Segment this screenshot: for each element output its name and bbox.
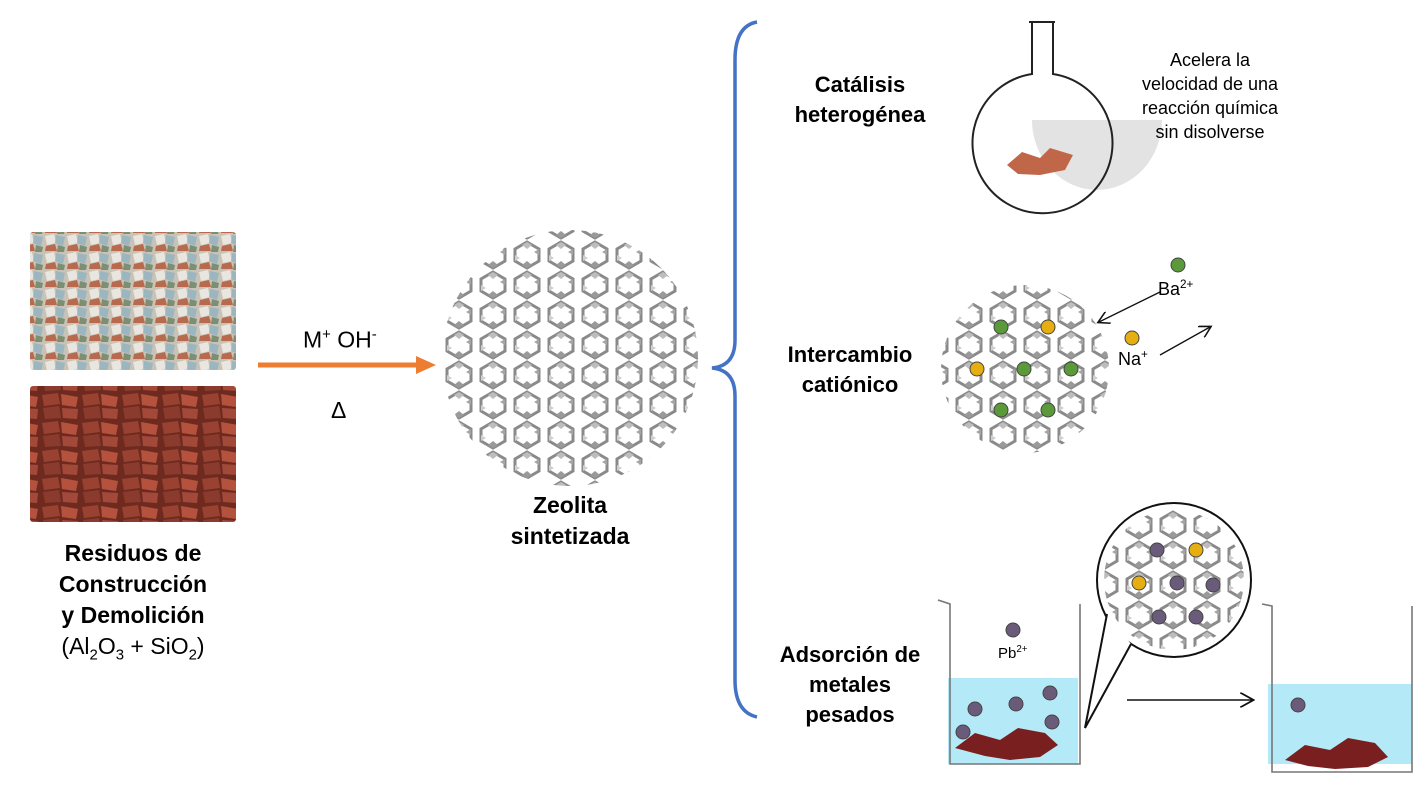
adsorption-title-line2: metales xyxy=(809,672,891,697)
catalysis-description-line: sin disolverse xyxy=(1155,122,1265,142)
pb-ion-sphere xyxy=(1290,697,1306,713)
ba-ion-symbol: Ba xyxy=(1158,279,1181,299)
beaker-after-icon xyxy=(1261,603,1413,773)
na-ion-symbol: Na xyxy=(1118,349,1142,369)
pb-ion-sphere xyxy=(955,724,971,740)
pb-ion-charge: 2+ xyxy=(1016,644,1028,655)
catalysis-title-line2: heterogénea xyxy=(794,102,926,127)
ba-ion-sphere xyxy=(1016,361,1032,377)
na-ion-sphere xyxy=(969,361,985,377)
ba-ion-label: Ba2+ xyxy=(1158,273,1193,301)
adsorption-title: Adsorción de metales pesados xyxy=(765,640,935,730)
na-ion-label: Na+ xyxy=(1118,343,1148,371)
catalysis-description: Acelera la velocidad de una reacción quí… xyxy=(1120,48,1300,144)
ion-in-arrow xyxy=(1159,327,1210,356)
brick-waste-photo xyxy=(30,386,236,522)
pb-ion-sphere xyxy=(1151,609,1167,625)
pb-ion-sphere xyxy=(1188,609,1204,625)
ceramic-waste-photo xyxy=(30,232,236,370)
zeolite-label-line2: sintetizada xyxy=(510,523,630,549)
reagent-anion: OH xyxy=(330,326,372,353)
formula-part: (Al xyxy=(61,633,90,659)
formula-part: O xyxy=(97,633,116,659)
waste-title-line2: Construcción xyxy=(58,571,208,597)
ion-exchange-title-line2: catiónico xyxy=(801,372,899,397)
catalyst-solid xyxy=(1007,148,1073,175)
adsorption-title-line1: Adsorción de xyxy=(779,642,921,667)
synthesis-arrow-head xyxy=(416,356,436,374)
pb-ion-sphere xyxy=(1042,685,1058,701)
zeolite-structure-icon xyxy=(442,230,698,486)
pb-ion-sphere xyxy=(1149,542,1165,558)
formula-sub: 2 xyxy=(188,646,197,664)
catalysis-description-line: Acelera la xyxy=(1169,50,1251,70)
formula-sub: 2 xyxy=(89,646,98,664)
pb-ion-sphere xyxy=(1044,714,1060,730)
na-ion-charge: + xyxy=(1141,348,1148,361)
na-ion-sphere xyxy=(1188,542,1204,558)
pb-ion-symbol: Pb xyxy=(998,645,1017,662)
formula-sub: 3 xyxy=(115,646,125,664)
reagent-charge: + xyxy=(322,326,331,343)
reagent-cation: M xyxy=(303,326,323,353)
ion-exchange-title: Intercambio catiónico xyxy=(765,340,935,400)
catalysis-title: Catálisis heterogénea xyxy=(770,70,950,130)
pb-ion-sphere xyxy=(1008,696,1024,712)
waste-title-line3: y Demolición xyxy=(61,602,205,628)
catalysis-title-line1: Catálisis xyxy=(814,72,906,97)
waste-title-line1: Residuos de xyxy=(64,540,202,566)
zeolite-label-line1: Zeolita xyxy=(532,492,608,518)
heat-symbol: Δ xyxy=(331,397,347,423)
pb-ion-sphere xyxy=(967,701,983,717)
ion-out-arrow xyxy=(1099,291,1161,322)
ba-ion-sphere xyxy=(1063,361,1079,377)
reagent-label: M+ OH- xyxy=(303,319,377,356)
na-ion-sphere xyxy=(1040,319,1056,335)
ba-ion-charge: 2+ xyxy=(1180,278,1194,291)
pb-ion-sphere xyxy=(1169,575,1185,591)
zeolite-label: Zeolita sintetizada xyxy=(480,490,660,552)
pb-ion-label: Pb2+ xyxy=(998,644,1027,662)
pb-ion-sphere xyxy=(1205,577,1221,593)
formula-part: ) xyxy=(196,633,205,659)
formula-part: + SiO xyxy=(124,633,189,659)
na-ion-sphere xyxy=(1124,330,1140,346)
waste-label: Residuos de Construcción y Demolición (A… xyxy=(20,538,246,671)
flask-icon xyxy=(971,21,1162,215)
waste-formula: (Al2O3 + SiO2) xyxy=(20,631,246,671)
catalysis-description-line: reacción química xyxy=(1141,98,1279,118)
na-ion-sphere xyxy=(1131,575,1147,591)
ba-ion-sphere xyxy=(1170,257,1186,273)
ion-exchange-title-line1: Intercambio xyxy=(787,342,913,367)
ba-ion-sphere xyxy=(1040,402,1056,418)
catalysis-description-line: velocidad de una xyxy=(1141,74,1279,94)
ba-ion-sphere xyxy=(993,402,1009,418)
reagent-charge: - xyxy=(371,326,377,343)
pb-ion-sphere xyxy=(1005,622,1021,638)
adsorption-title-line3: pesados xyxy=(805,702,895,727)
ba-ion-sphere xyxy=(993,319,1009,335)
zoom-bubble xyxy=(1084,502,1252,729)
application-brace xyxy=(711,20,758,719)
